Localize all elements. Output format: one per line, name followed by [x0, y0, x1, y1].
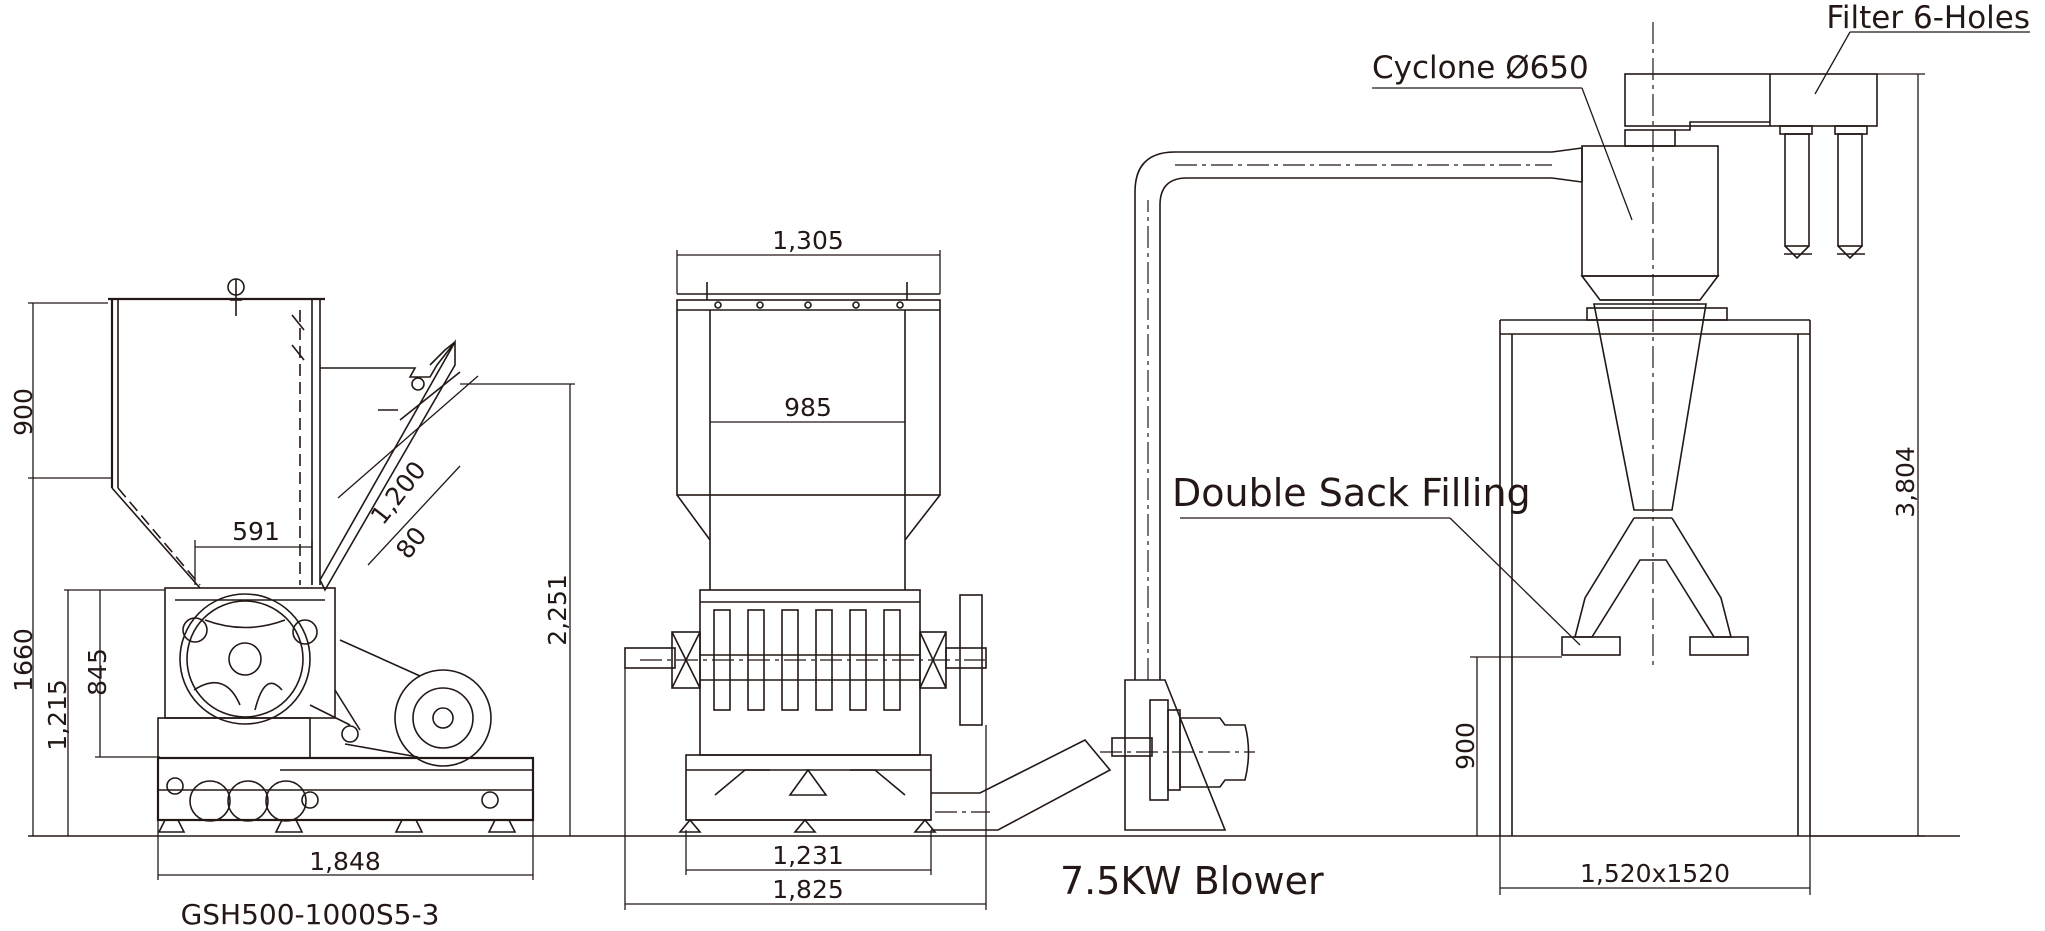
dim-2251: 2,251	[543, 574, 572, 646]
dim-3804: 3,804	[1891, 446, 1920, 518]
blower-label: 7.5KW Blower	[1060, 859, 1324, 903]
model-title: GSH500-1000S5-3	[181, 898, 440, 931]
dim-1848: 1,848	[309, 847, 381, 876]
dim-1305: 1,305	[772, 226, 844, 255]
sack-label: Double Sack Filling	[1172, 471, 1531, 515]
blower-and-duct	[931, 147, 1583, 831]
filter-label: Filter 6-Holes	[1826, 0, 2030, 36]
dim-1200: 1,200	[365, 456, 432, 530]
dim-985: 985	[784, 393, 832, 422]
cyclone-dimensions: 3,804 900 1,520x1520 Filter 6-Holes Cycl…	[1060, 0, 2030, 903]
granulator-front-view	[624, 282, 987, 833]
dim-591: 591	[232, 517, 280, 546]
dim-1825: 1,825	[772, 875, 844, 904]
front-view-dimensions: 1,305 985 1,231 1,825	[624, 226, 987, 910]
dim-1520x1520: 1,520x1520	[1580, 859, 1730, 888]
dim-1215: 1,215	[43, 679, 72, 751]
dim-80: 80	[390, 521, 432, 564]
dim-845: 845	[83, 648, 112, 696]
cyclone-assembly	[1499, 22, 1878, 836]
dim-900-cyclone: 900	[1451, 722, 1480, 770]
cyclone-label: Cyclone Ø650	[1372, 50, 1589, 86]
dim-1660: 1660	[9, 628, 38, 692]
granulator-side-view	[108, 278, 535, 833]
dim-900-side: 900	[9, 388, 38, 436]
dim-1231: 1,231	[772, 841, 844, 870]
